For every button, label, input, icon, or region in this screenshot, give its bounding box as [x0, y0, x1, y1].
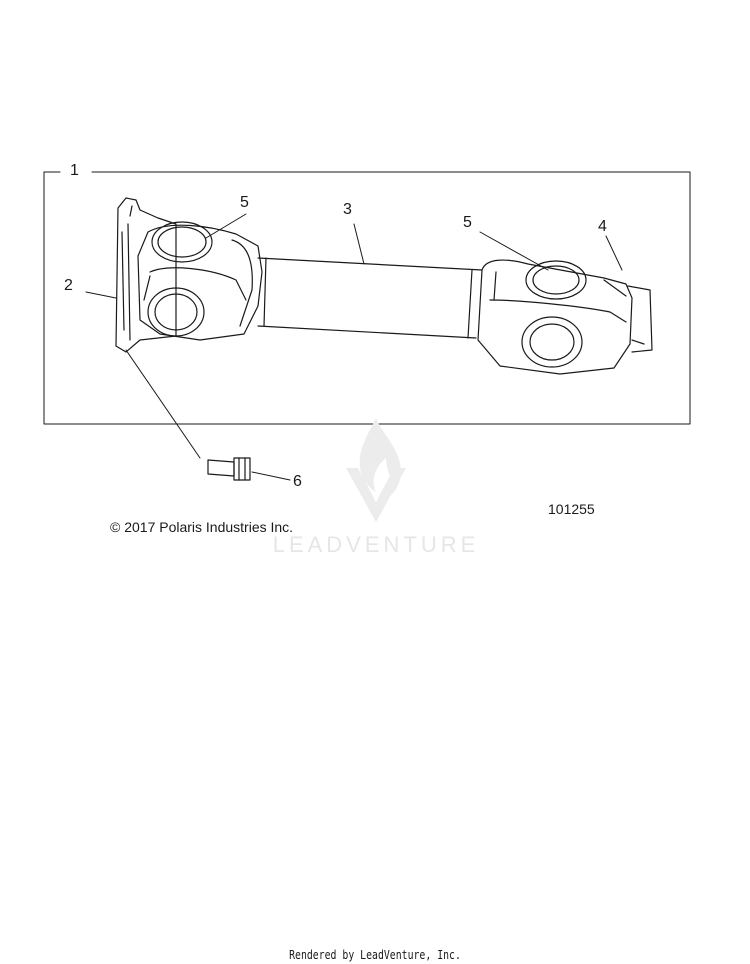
- right-bearing-cap-top: [525, 260, 587, 300]
- render-footer: Rendered by LeadVenture, Inc.: [289, 948, 461, 962]
- right-bearing-cap-bottom: [521, 316, 583, 368]
- left-bearing-cap-bottom: [147, 287, 205, 337]
- right-yoke: [477, 259, 633, 375]
- document-id: 101255: [548, 501, 595, 517]
- callout-2: 2: [64, 277, 73, 294]
- callout-5-right: 5: [463, 214, 472, 231]
- left-flange: [115, 197, 177, 353]
- left-yoke: [137, 224, 263, 341]
- callout-6: 6: [293, 473, 302, 490]
- drive-shaft-tube: [257, 257, 483, 339]
- callout-1: 1: [70, 162, 79, 179]
- bolt-part: [207, 457, 251, 481]
- callout-4: 4: [598, 218, 607, 235]
- callout-5-left: 5: [240, 194, 249, 211]
- callout-3: 3: [343, 201, 352, 218]
- left-bearing-cap-top: [151, 221, 213, 263]
- leader-lines: [85, 213, 623, 481]
- right-stub: [627, 285, 653, 353]
- copyright-notice: © 2017 Polaris Industries Inc.: [110, 519, 294, 535]
